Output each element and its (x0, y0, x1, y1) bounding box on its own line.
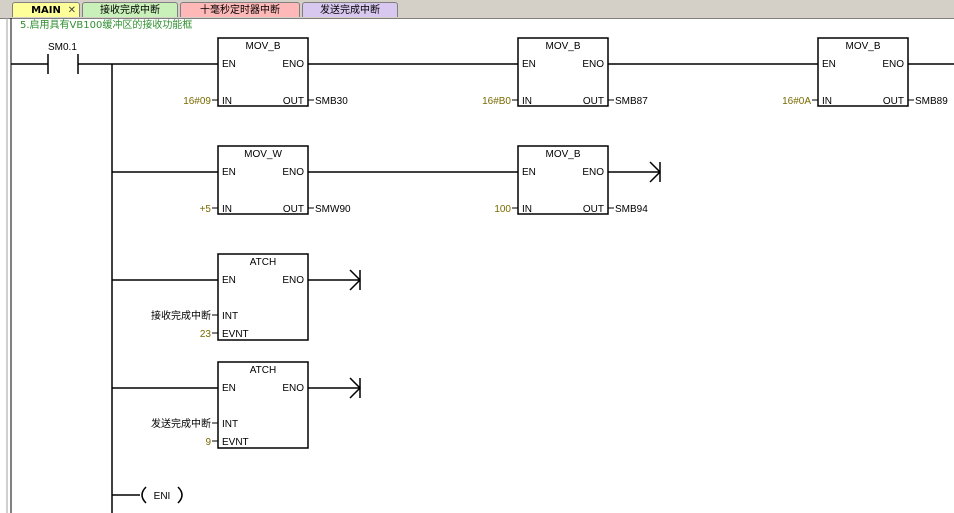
atch-block[interactable]: ATCH EN ENO INT EVNT 接收完成中断 23 (151, 253, 309, 341)
row-3: ATCH EN ENO INT EVNT 发送完成中断 9 (112, 361, 362, 449)
evnt-pin: EVNT (222, 437, 249, 448)
tab-main[interactable]: MAIN ✕ (12, 2, 80, 17)
eni-coil[interactable]: ENI (112, 486, 183, 504)
eno-pin: ENO (882, 59, 904, 70)
mov-b-block[interactable]: MOV_B EN ENO IN OUT 16#0A SMB89 (782, 37, 948, 107)
block-title: MOV_B (545, 149, 580, 160)
ladder-diagram: SM0.1 MOV_B EN ENO IN OUT 16#09 SMB30 MO… (6, 18, 954, 513)
en-pin: EN (222, 275, 236, 286)
tab-10ms-timer-interrupt[interactable]: 十毫秒定时器中断 (180, 2, 300, 17)
en-pin: EN (222, 59, 236, 70)
close-icon[interactable]: ✕ (67, 5, 76, 16)
tab-label: 十毫秒定时器中断 (200, 5, 280, 16)
out-pin: OUT (283, 96, 304, 107)
output-arrow-icon (649, 161, 662, 183)
eno-pin: ENO (282, 167, 304, 178)
block-title: ATCH (250, 365, 276, 376)
in-value: +5 (200, 204, 212, 215)
out-value: SMW90 (315, 204, 351, 215)
en-pin: EN (822, 59, 836, 70)
output-arrow-icon (349, 377, 362, 399)
eno-pin: ENO (582, 59, 604, 70)
int-pin: INT (222, 419, 238, 430)
block-title: MOV_W (244, 149, 282, 160)
block-title: MOV_B (845, 41, 880, 52)
eno-pin: ENO (582, 167, 604, 178)
en-pin: EN (522, 59, 536, 70)
mov-w-block[interactable]: MOV_W EN ENO IN OUT +5 SMW90 (200, 145, 351, 215)
in-pin: IN (822, 96, 832, 107)
block-title: ATCH (250, 257, 276, 268)
evnt-value: 9 (205, 437, 211, 448)
en-pin: EN (522, 167, 536, 178)
tab-label: 发送完成中断 (320, 5, 380, 16)
mov-b-block[interactable]: MOV_B EN ENO IN OUT 100 SMB94 (494, 145, 648, 215)
out-pin: OUT (583, 96, 604, 107)
eno-pin: ENO (282, 59, 304, 70)
tab-send-complete-interrupt[interactable]: 发送完成中断 (302, 2, 398, 17)
in-value: 16#09 (183, 96, 211, 107)
int-value: 发送完成中断 (151, 417, 211, 430)
out-value: SMB30 (315, 96, 348, 107)
en-pin: EN (222, 167, 236, 178)
out-value: SMB94 (615, 204, 648, 215)
eno-pin: ENO (282, 275, 304, 286)
in-pin: IN (522, 204, 532, 215)
in-value: 16#B0 (482, 96, 511, 107)
row-0: MOV_B EN ENO IN OUT 16#09 SMB30 MOV_B EN… (183, 37, 954, 107)
out-pin: OUT (883, 96, 904, 107)
tab-receive-complete-interrupt[interactable]: 接收完成中断 (82, 2, 178, 17)
contact-label: SM0.1 (48, 42, 77, 53)
network-comment: 5.启用具有VB100缓冲区的接收功能框 (20, 20, 193, 31)
row-1: MOV_W EN ENO IN OUT +5 SMW90 MOV_B EN EN… (112, 145, 662, 215)
int-pin: INT (222, 311, 238, 322)
out-pin: OUT (283, 204, 304, 215)
mov-b-block[interactable]: MOV_B EN ENO IN OUT 16#09 SMB30 (183, 37, 348, 107)
row-2: ATCH EN ENO INT EVNT 接收完成中断 23 (112, 253, 362, 341)
evnt-value: 23 (200, 329, 212, 340)
contact-sm0-1[interactable]: SM0.1 (11, 42, 218, 74)
in-pin: IN (522, 96, 532, 107)
int-value: 接收完成中断 (151, 309, 211, 322)
out-value: SMB87 (615, 96, 648, 107)
program-tab-bar: MAIN ✕ 接收完成中断 十毫秒定时器中断 发送完成中断 (0, 0, 954, 19)
out-value: SMB89 (915, 96, 948, 107)
output-arrow-icon (349, 269, 362, 291)
in-pin: IN (222, 204, 232, 215)
block-title: MOV_B (545, 41, 580, 52)
en-pin: EN (222, 383, 236, 394)
coil-label: ENI (154, 491, 171, 502)
block-title: MOV_B (245, 41, 280, 52)
in-value: 16#0A (782, 96, 811, 107)
evnt-pin: EVNT (222, 329, 249, 340)
out-pin: OUT (583, 204, 604, 215)
atch-block[interactable]: ATCH EN ENO INT EVNT 发送完成中断 9 (151, 361, 309, 449)
tab-label: MAIN (31, 5, 61, 16)
in-pin: IN (222, 96, 232, 107)
in-value: 100 (494, 204, 511, 215)
eno-pin: ENO (282, 383, 304, 394)
mov-b-block[interactable]: MOV_B EN ENO IN OUT 16#B0 SMB87 (482, 37, 648, 107)
tab-label: 接收完成中断 (100, 5, 160, 16)
